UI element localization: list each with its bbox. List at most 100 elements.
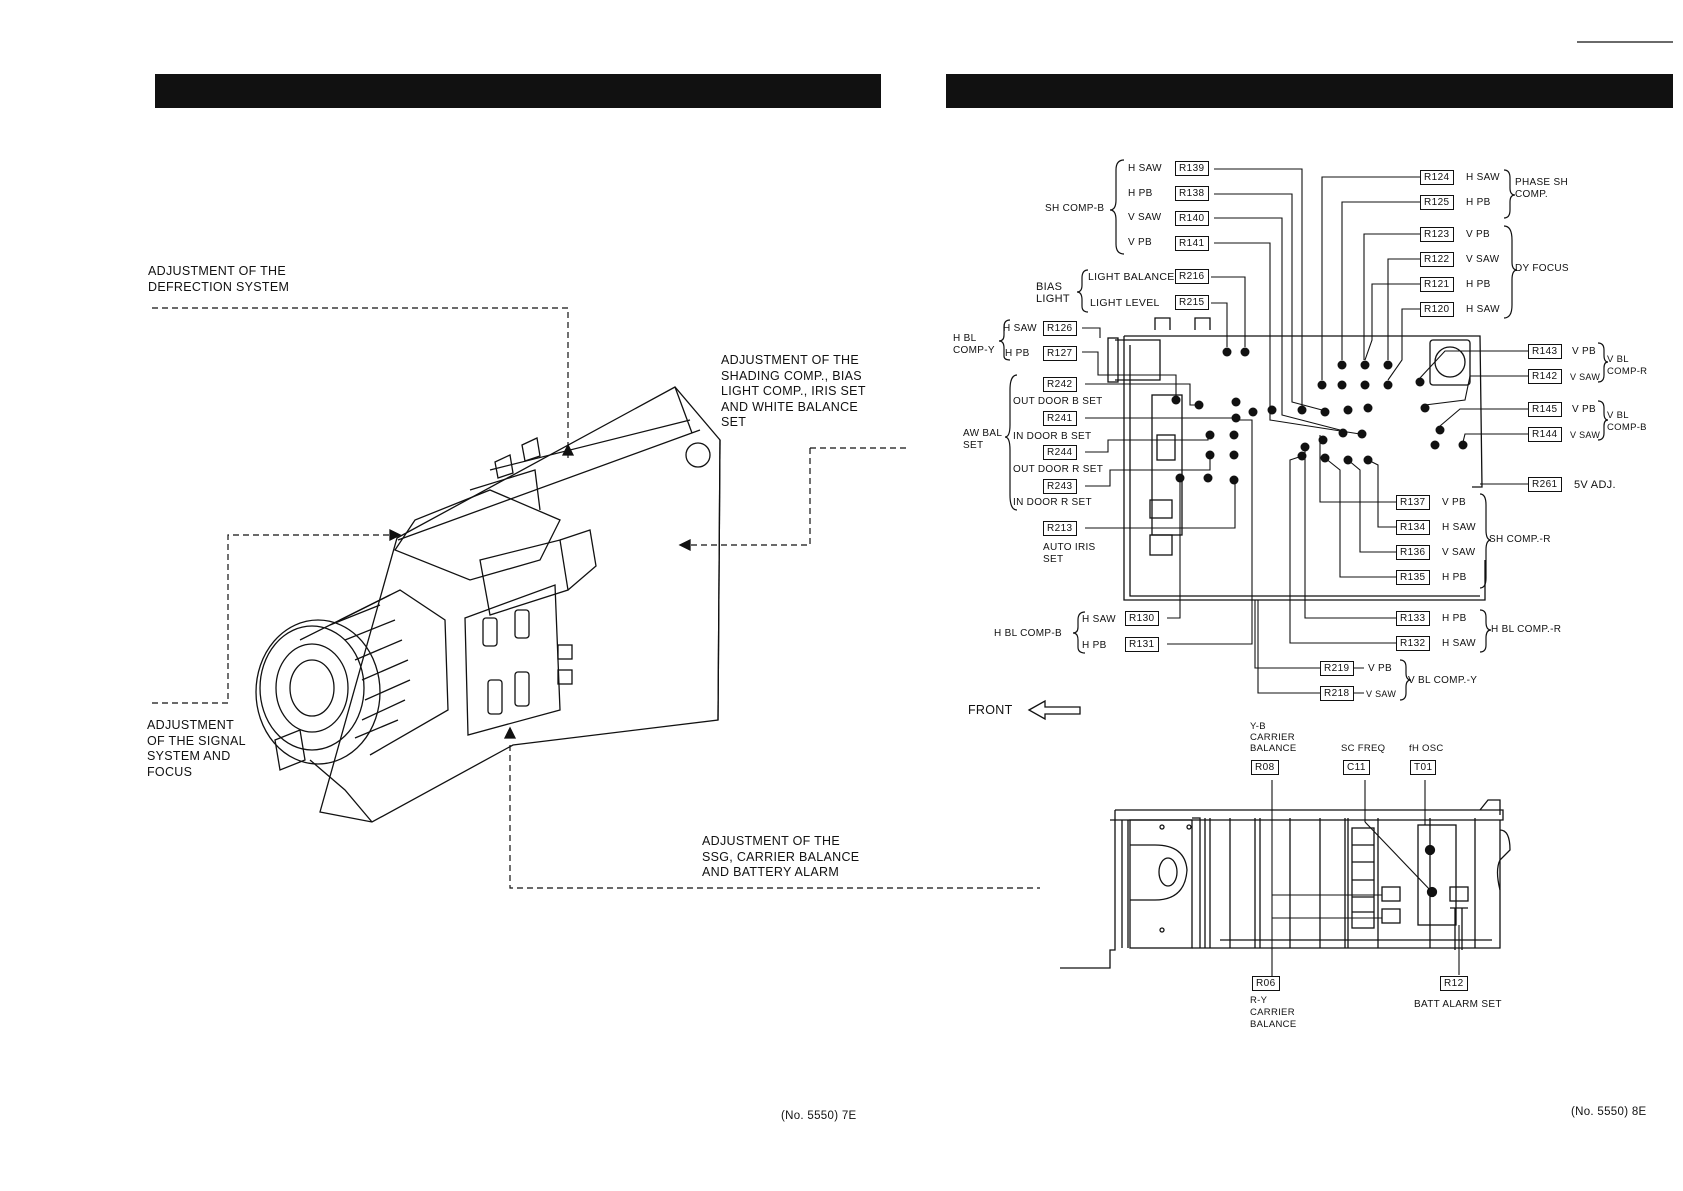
group-line: SET — [963, 440, 984, 451]
pot-ref-r242: R242 — [1043, 377, 1077, 392]
signal-label: V PB — [1128, 237, 1152, 248]
pot-ref-r06: R06 — [1252, 976, 1280, 991]
group-line: AW BAL — [963, 428, 1003, 439]
label-ry-carrier: R-Y CARRIER BALANCE — [1250, 995, 1296, 1031]
pot-ref-r243: R243 — [1043, 479, 1077, 494]
label-line: AND WHITE BALANCE — [721, 399, 859, 414]
signal-label: V SAW — [1466, 254, 1500, 265]
signal-label: H PB — [1442, 613, 1467, 624]
pot-ref-r127: R127 — [1043, 346, 1077, 361]
pot-ref-r138: R138 — [1175, 186, 1209, 201]
signal-label: H PB — [1466, 197, 1491, 208]
front-label: FRONT — [968, 703, 1013, 717]
label-line: SHADING COMP., BIAS — [721, 368, 862, 383]
pot-ref-r121: R121 — [1420, 277, 1454, 292]
pot-ref-r124: R124 — [1420, 170, 1454, 185]
page-number-left: (No. 5550) 7E — [781, 1110, 857, 1122]
signal-label: V SAW — [1128, 212, 1162, 223]
group-line: V BL — [1607, 354, 1629, 365]
pot-ref-r244: R244 — [1043, 445, 1077, 460]
signal-label: V PB — [1572, 404, 1596, 415]
left-header-bar — [155, 74, 881, 108]
group-bias-light: BIAS LIGHT — [1036, 281, 1070, 305]
label-line: BALANCE — [1250, 1019, 1297, 1030]
label-line: SET — [721, 415, 747, 429]
signal-label: H SAW — [1128, 163, 1162, 174]
label-line: SYSTEM AND — [147, 749, 231, 763]
camera-illustration — [255, 386, 721, 823]
pot-ref-r141: R141 — [1175, 236, 1209, 251]
front-arrow — [1027, 699, 1081, 721]
label-line: FOCUS — [147, 764, 193, 779]
signal-label: V SAW — [1570, 430, 1601, 440]
label-line: Y-B — [1250, 721, 1266, 732]
label-line: CARRIER — [1250, 732, 1295, 743]
signal-label: V SAW — [1366, 689, 1397, 699]
pot-ref-r136: R136 — [1396, 545, 1430, 560]
pot-ref-r137: R137 — [1396, 495, 1430, 510]
group-line: COMP-B — [1607, 422, 1647, 433]
group-line: COMP. — [1515, 189, 1548, 200]
group-aw-bal-set: AW BAL SET — [963, 428, 1002, 452]
pot-ref-r216: R216 — [1175, 269, 1209, 284]
pot-ref-r213: R213 — [1043, 521, 1077, 536]
signal-label: H SAW — [1082, 614, 1116, 625]
signal-label: LIGHT LEVEL — [1090, 297, 1160, 309]
pot-ref-c11: C11 — [1343, 760, 1370, 775]
group-v-bl-comp-y: V BL COMP.-Y — [1408, 675, 1478, 686]
label-line: OF THE SIGNAL — [147, 733, 246, 748]
group-line: BIAS — [1036, 281, 1063, 293]
signal-label: OUT DOOR B SET — [1013, 396, 1103, 407]
label-line: LIGHT COMP., IRIS SET — [721, 384, 866, 398]
pot-ref-r145: R145 — [1528, 402, 1562, 417]
signal-label: H SAW — [1442, 638, 1476, 649]
label-line: SET — [1043, 554, 1064, 565]
signal-label: H SAW — [1466, 304, 1500, 315]
pot-ref-r215: R215 — [1175, 295, 1209, 310]
group-h-bl-comp-y: H BL COMP-Y — [953, 333, 995, 357]
signal-label: H PB — [1082, 640, 1107, 651]
pot-ref-r134: R134 — [1396, 520, 1430, 535]
group-line: COMP-Y — [953, 345, 995, 356]
signal-label: H PB — [1442, 572, 1467, 583]
signal-label: V SAW — [1442, 547, 1476, 558]
group-dy-focus: DY FOCUS — [1515, 263, 1569, 274]
left-leaders — [152, 307, 1040, 889]
label-line: ADJUSTMENT OF THE — [148, 264, 286, 278]
signal-label: V PB — [1442, 497, 1466, 508]
pot-ref-r125: R125 — [1420, 195, 1454, 210]
pot-ref-r126: R126 — [1043, 321, 1077, 336]
pot-ref-r133: R133 — [1396, 611, 1430, 626]
label-line: AUTO IRIS — [1043, 542, 1096, 553]
signal-label: LIGHT BALANCE — [1088, 271, 1175, 283]
pot-ref-r241: R241 — [1043, 411, 1077, 426]
group-v-bl-comp-r: V BL COMP-R — [1607, 354, 1647, 378]
group-braces — [998, 159, 1609, 701]
pot-ref-r140: R140 — [1175, 211, 1209, 226]
label-shading: ADJUSTMENT OF THE SHADING COMP., BIAS LI… — [721, 353, 866, 431]
signal-label: IN DOOR B SET — [1013, 431, 1092, 442]
label-line: CARRIER — [1250, 1007, 1295, 1018]
signal-label: V PB — [1466, 229, 1490, 240]
group-v-bl-comp-b: V BL COMP-B — [1607, 410, 1647, 434]
signal-label: H SAW — [1003, 323, 1037, 334]
group-line: COMP-R — [1607, 366, 1648, 377]
signal-label: IN DOOR R SET — [1013, 497, 1092, 508]
label-line: ADJUSTMENT OF THE — [702, 834, 840, 848]
page-number-right: (No. 5550) 8E — [1571, 1106, 1647, 1118]
signal-label: V PB — [1368, 663, 1392, 674]
leader-lines — [1082, 168, 1528, 694]
label-yb-carrier: Y-B CARRIER BALANCE — [1250, 721, 1296, 754]
signal-label: OUT DOOR R SET — [1013, 464, 1104, 475]
label-line: AND BATTERY ALARM — [702, 865, 840, 879]
pot-ref-r139: R139 — [1175, 161, 1209, 176]
group-line: LIGHT — [1036, 293, 1070, 305]
ssg-board — [1060, 799, 1511, 969]
pot-ref-r219: R219 — [1320, 661, 1354, 676]
label-line: R-Y — [1250, 995, 1268, 1006]
signal-label: H SAW — [1442, 522, 1476, 533]
group-phase-sh-comp: PHASE SH COMP. — [1515, 177, 1568, 201]
group-line: V BL — [1607, 410, 1629, 421]
pot-ref-r218: R218 — [1320, 686, 1354, 701]
